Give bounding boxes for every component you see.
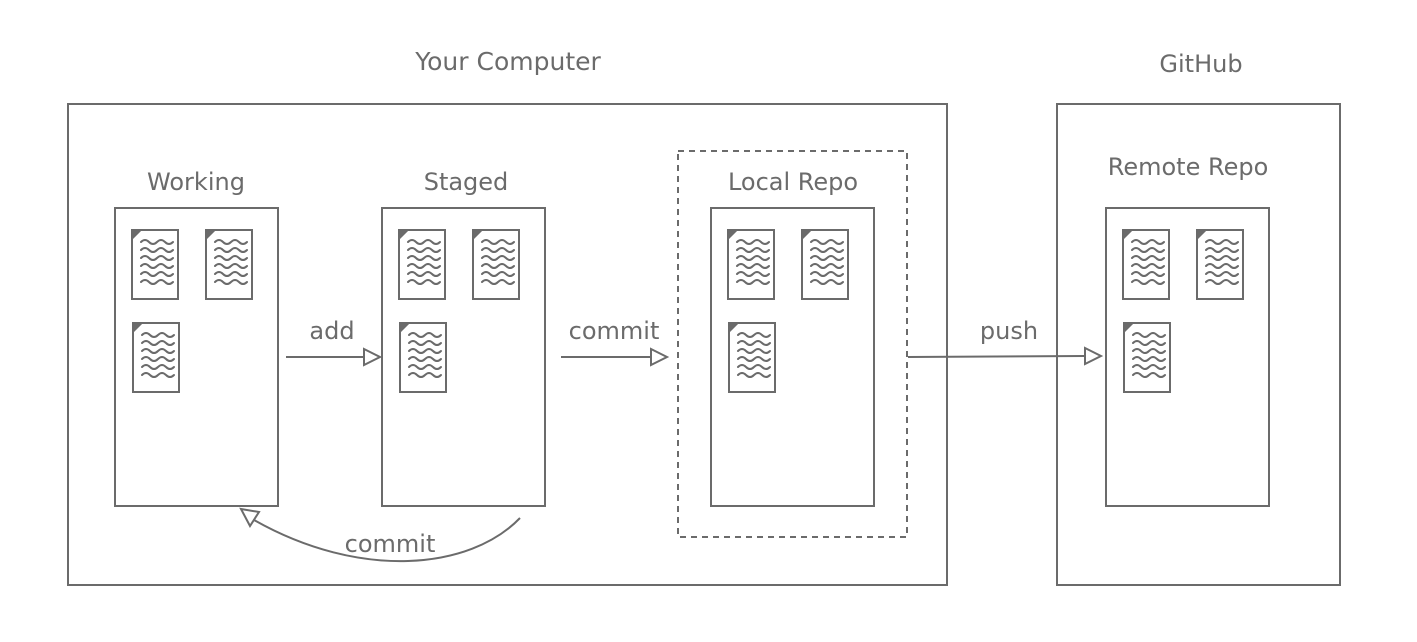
commit-back-arrow: commit (239, 507, 521, 562)
computer-group-title: Your Computer (414, 47, 601, 76)
local-repo-area: Local Repo (677, 150, 908, 538)
push-arrow: push (907, 317, 1104, 366)
file-icon (205, 229, 253, 300)
computer-group-frame (67, 103, 948, 586)
staged-title: Staged (424, 168, 509, 196)
github-group-frame (1056, 103, 1341, 586)
local-repo-title: Local Repo (728, 168, 858, 196)
file-icon (132, 322, 180, 393)
file-icon (1196, 229, 1244, 300)
push-label: push (980, 317, 1038, 345)
local-repo-box (710, 207, 875, 507)
working-area: Working (114, 168, 279, 507)
remote-repo-title: Remote Repo (1108, 153, 1269, 181)
add-arrow: add (286, 317, 383, 367)
file-icon (131, 229, 179, 300)
github-group-title: GitHub (1159, 50, 1242, 78)
commit-back-label: commit (345, 530, 436, 558)
file-icon (399, 322, 447, 393)
local-repo-dashed-frame (677, 150, 908, 538)
file-icon (728, 322, 776, 393)
file-icon (398, 229, 446, 300)
working-title: Working (147, 168, 245, 196)
commit-arrow: commit (561, 317, 670, 367)
file-icon (801, 229, 849, 300)
file-icon (472, 229, 520, 300)
commit-label: commit (569, 317, 660, 345)
add-label: add (309, 317, 354, 345)
remote-repo-box (1105, 207, 1270, 507)
file-icon (1123, 322, 1171, 393)
file-icon (727, 229, 775, 300)
remote-repo-area: Remote Repo (1105, 153, 1270, 507)
working-box (114, 207, 279, 507)
staged-area: Staged (381, 168, 546, 507)
file-icon (1122, 229, 1170, 300)
